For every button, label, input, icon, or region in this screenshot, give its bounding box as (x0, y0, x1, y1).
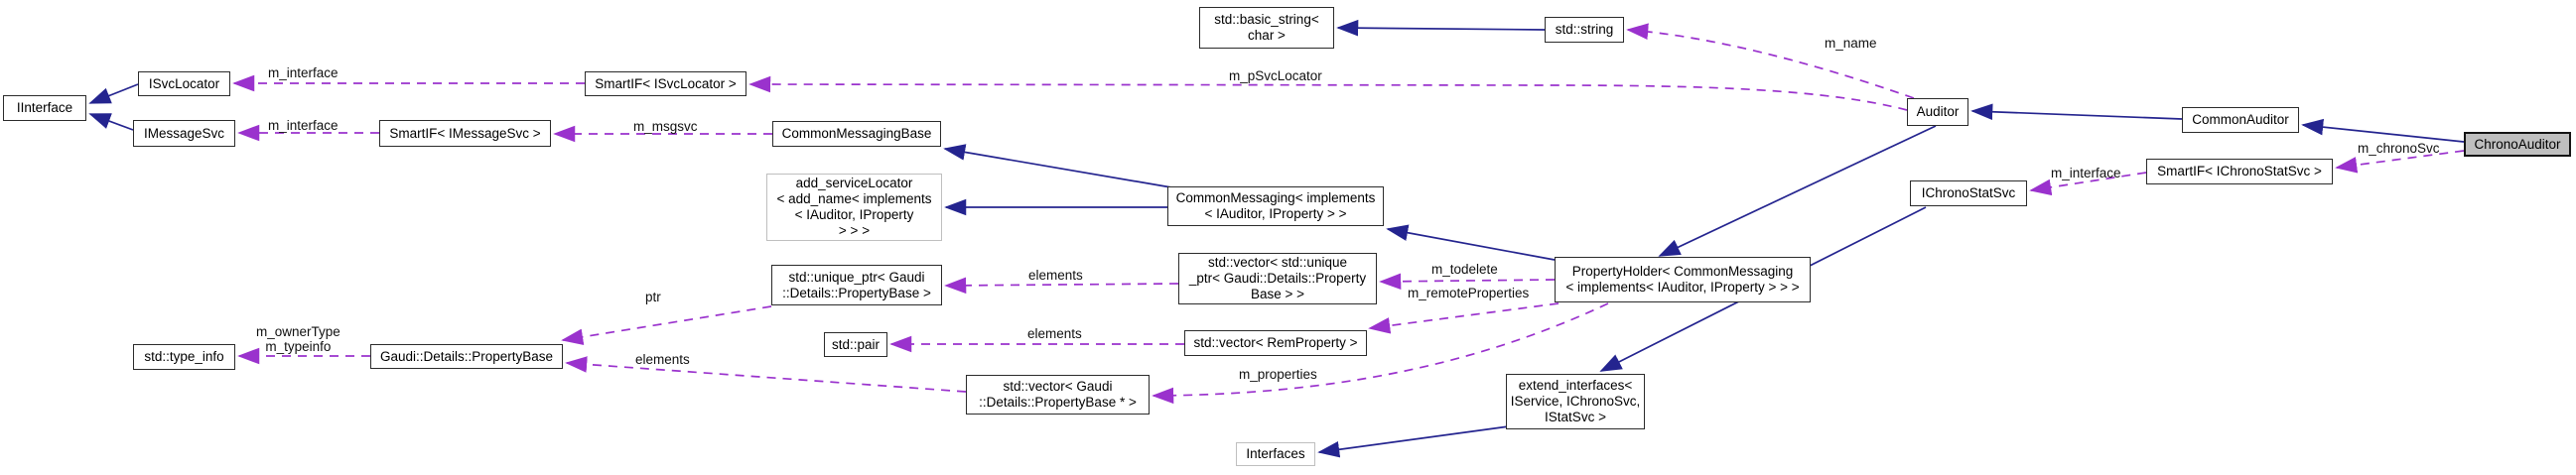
edge-smartifichronostatsvc-ichronostatsvc-minterface (2029, 172, 2147, 196)
edge-commonauditor-auditor (1970, 103, 2183, 121)
node-common-auditor[interactable]: CommonAuditor (2182, 107, 2299, 133)
edge-chronoauditor-commonauditor (2301, 118, 2465, 143)
node-std-pair[interactable]: std::pair (824, 332, 887, 357)
edge-string-basicstring (1336, 19, 1546, 37)
edge-uniqueptr-propertybase-ptr (561, 305, 772, 345)
edge-label-m-interface-svcloc: m_interface (268, 65, 339, 80)
node-unique-ptr[interactable]: std::unique_ptr< Gaudi ::Details::Proper… (771, 265, 942, 305)
node-add-servicelocator: add_serviceLocator < add_name< implement… (766, 174, 942, 241)
node-smartif-ichronostatsvc[interactable]: SmartIF< IChronoStatSvc > (2146, 159, 2333, 184)
edge-vectoruniqueptr-uniqueptr-elements (944, 277, 1179, 295)
node-vector-property-base-ptr[interactable]: std::vector< Gaudi ::Details::PropertyBa… (966, 375, 1150, 415)
edge-vectorpropertybaseptr-propertybase-elements (565, 356, 967, 393)
node-isvclocator[interactable]: ISvcLocator (138, 71, 230, 96)
edge-label-elements-propertybase: elements (635, 352, 690, 367)
node-std-type-info[interactable]: std::type_info (133, 344, 235, 370)
node-imessagesvc[interactable]: IMessageSvc (133, 120, 235, 147)
edge-chronoauditor-smartifichronostatsvc-mchronosvc (2335, 150, 2465, 174)
node-common-messaging-base[interactable]: CommonMessagingBase (772, 121, 941, 147)
node-chrono-auditor[interactable]: ChronoAuditor (2464, 132, 2571, 157)
node-vector-remproperty[interactable]: std::vector< RemProperty > (1184, 330, 1367, 356)
edge-commonmessaging-commonmessagingbase (943, 144, 1172, 188)
edge-isvclocator-iinterface (88, 83, 139, 104)
edge-label-m-ownertype-typeinfo: m_ownerType m_typeinfo (256, 324, 340, 354)
node-auditor[interactable]: Auditor (1907, 98, 1968, 126)
edge-label-m-chronosvc: m_chronoSvc (2358, 141, 2440, 156)
usage-edges (232, 23, 2465, 405)
edge-propertyholder-vectorpropertybaseptr-mproperties (1152, 302, 1609, 405)
node-property-base[interactable]: Gaudi::Details::PropertyBase (370, 344, 563, 369)
edge-propertyholder-vectoruniqueptr-mtodelete (1379, 273, 1556, 291)
node-interfaces: Interfaces (1236, 442, 1315, 466)
edge-label-m-todelete: m_todelete (1431, 262, 1498, 277)
edge-label-m-remoteproperties: m_remoteProperties (1408, 286, 1530, 300)
edge-propertyholder-vectorremproperty-mremoteproperties (1368, 302, 1559, 334)
edge-label-elements-pair: elements (1027, 326, 1082, 341)
node-ichronostatsvc[interactable]: IChronoStatSvc (1910, 180, 2027, 206)
edge-propertyholder-commonmessaging (1386, 224, 1556, 261)
edge-extendinterfaces-interfaces (1317, 425, 1510, 458)
edge-label-m-interface-chrono: m_interface (2051, 166, 2121, 180)
edge-imessagesvc-iinterface (88, 113, 134, 131)
edge-label-m-msgsvc: m_msgsvc (633, 119, 698, 134)
node-smartif-imessagesvc[interactable]: SmartIF< IMessageSvc > (379, 120, 551, 147)
edge-label-m-interface-msgsvc: m_interface (268, 118, 339, 133)
edge-label-m-psvclocator: m_pSvcLocator (1229, 68, 1322, 83)
edge-label-m-name: m_name (1825, 36, 1877, 51)
node-extend-interfaces[interactable]: extend_interfaces< IService, IChronoSvc,… (1506, 374, 1645, 429)
edge-label-elements-uniqueptr: elements (1028, 268, 1083, 283)
edge-label-m-properties: m_properties (1239, 367, 1317, 382)
node-property-holder[interactable]: PropertyHolder< CommonMessaging < implem… (1555, 257, 1811, 302)
inheritance-edges (88, 19, 2465, 458)
edge-auditor-propertyholder (1658, 125, 1937, 257)
node-std-string[interactable]: std::string (1545, 17, 1624, 43)
edge-label-ptr: ptr (645, 290, 661, 304)
node-std-basic-string[interactable]: std::basic_string< char > (1199, 7, 1334, 49)
node-vector-unique-ptr[interactable]: std::vector< std::unique _ptr< Gaudi::De… (1178, 253, 1377, 304)
edge-auditor-smartifisvclocator-mpsvclocator (748, 75, 1908, 111)
node-smartif-isvclocator[interactable]: SmartIF< ISvcLocator > (585, 71, 746, 96)
node-common-messaging[interactable]: CommonMessaging< implements < IAuditor, … (1167, 186, 1384, 226)
node-iinterface[interactable]: IInterface (3, 95, 86, 121)
edge-auditor-string-mname (1626, 23, 1915, 99)
